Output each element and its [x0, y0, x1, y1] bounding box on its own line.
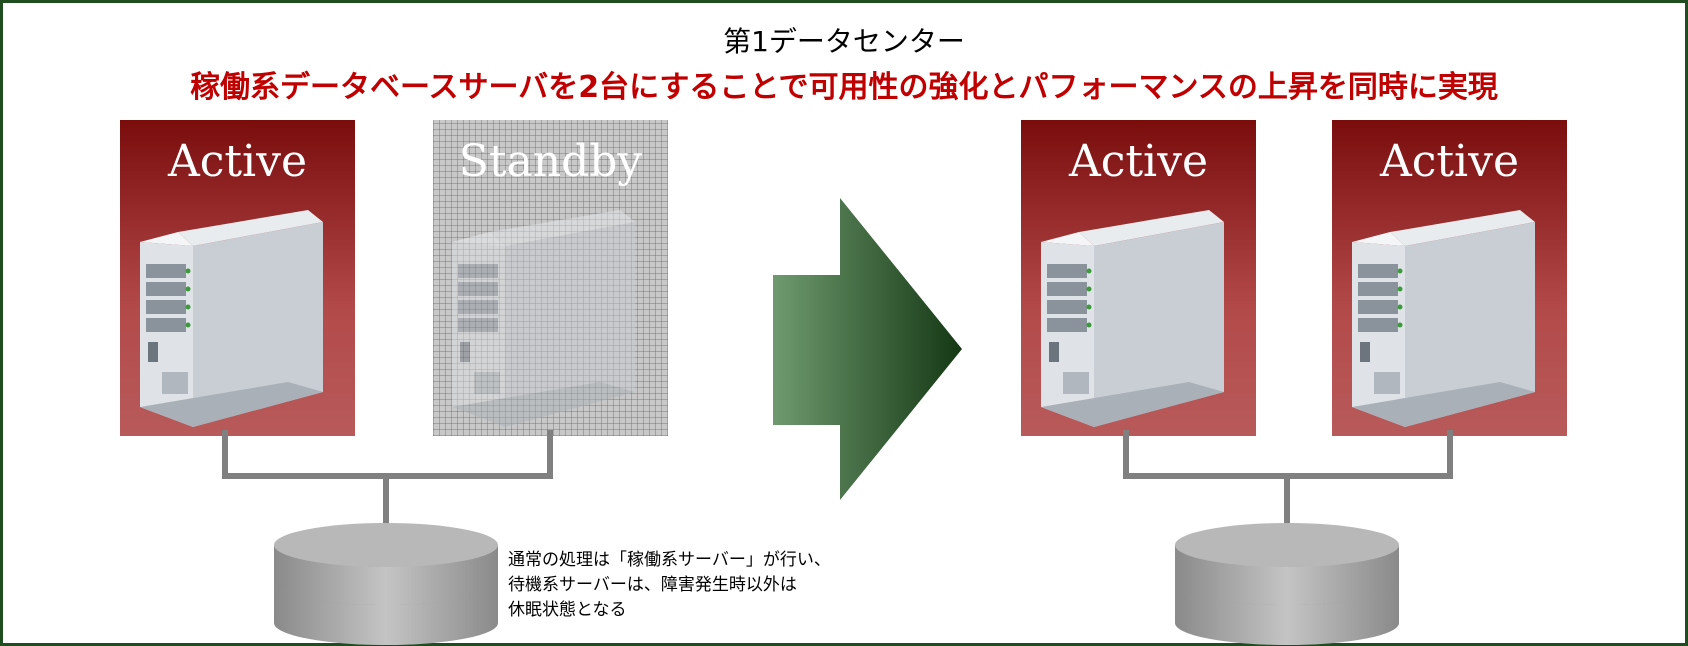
diagram-heading: 第1データセンター — [723, 25, 965, 58]
after-active-label-left: Active — [1068, 136, 1209, 187]
standby-caption: 通常の処理は「稼働系サーバー」が行い、 待機系サーバーは、障害発生時以外は 休眠… — [508, 548, 888, 623]
server-icon — [1350, 202, 1542, 432]
database-icon — [274, 523, 498, 645]
after-active-label-right: Active — [1379, 136, 1520, 187]
before-active-label: Active — [167, 136, 308, 187]
database-icon — [1175, 523, 1399, 645]
caption-line: 待機系サーバーは、障害発生時以外は — [508, 575, 797, 595]
before-standby-label: Standby — [458, 136, 643, 187]
server-icon — [138, 202, 330, 432]
server-icon — [450, 202, 642, 432]
before-standby-panel: Standby — [433, 120, 668, 436]
transition-arrow — [773, 198, 962, 500]
diagram-subheading: 稼働系データベースサーバを2台にすることで可用性の強化とパフォーマンスの上昇を同… — [190, 70, 1498, 105]
server-icon — [1039, 202, 1231, 432]
caption-line: 休眠状態となる — [508, 600, 627, 620]
caption-line: 通常の処理は「稼働系サーバー」が行い、 — [508, 550, 831, 570]
